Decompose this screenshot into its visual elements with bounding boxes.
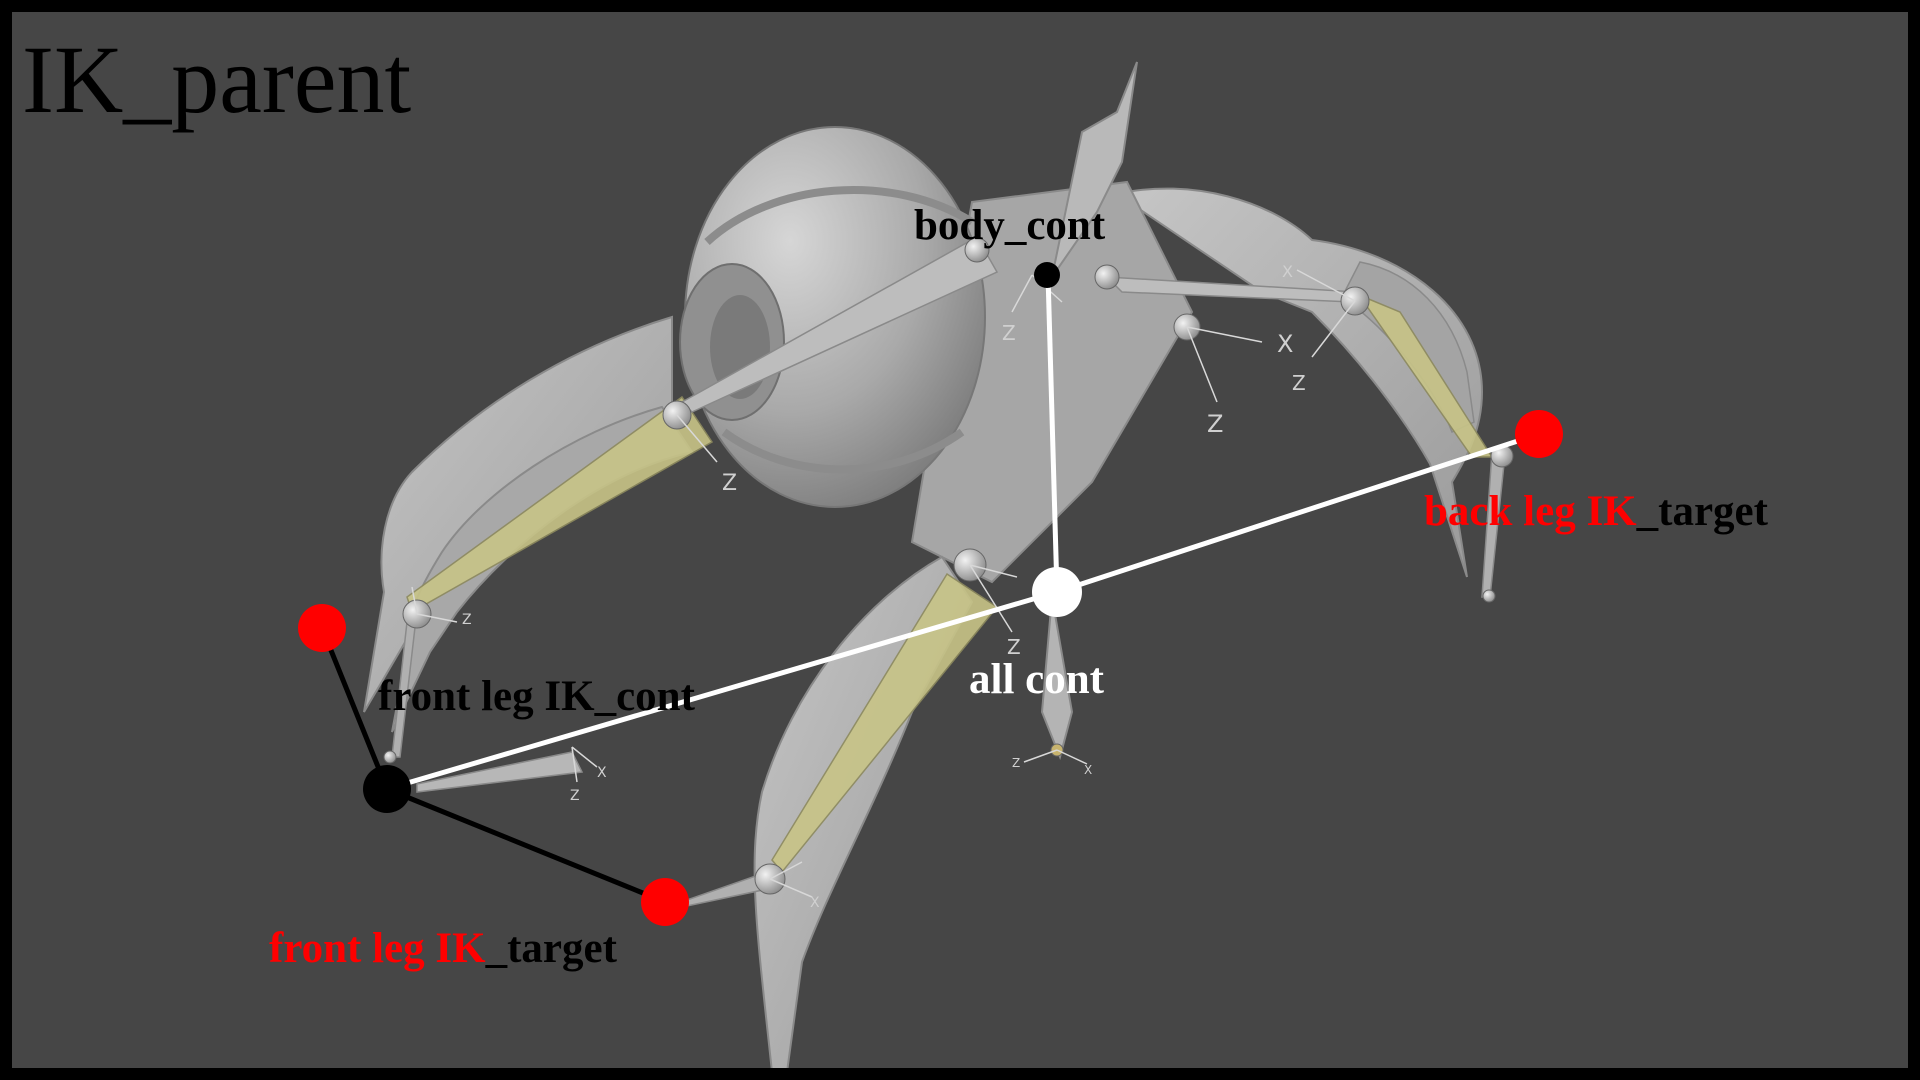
axis-letter-x: X — [597, 765, 607, 781]
back-leg-ik-label-part: back leg IK — [1424, 488, 1637, 535]
axis-letter-x: X — [1277, 330, 1293, 358]
axis-letter-z: Z — [1002, 321, 1016, 345]
line-front-cont-to-target-b — [386, 786, 666, 905]
axis-letter-z: Z — [1292, 371, 1306, 395]
axis-gizmo — [1023, 749, 1088, 765]
axis-gizmo — [1186, 326, 1263, 403]
page-title: IK_parent — [22, 26, 412, 133]
bones — [391, 235, 1505, 909]
line-front-cont-to-target-a — [319, 627, 390, 790]
joint — [964, 237, 990, 263]
front-leg-ik-cont-handle[interactable] — [363, 765, 411, 813]
axis-gizmo — [969, 564, 1018, 633]
body-cont-label: body_cont — [914, 202, 1106, 249]
axis-gizmo — [769, 861, 813, 898]
line-all-to-front-cont — [386, 589, 1058, 792]
axis-letter-x: X — [810, 895, 820, 911]
back-leg-ik-target-label: back leg IK_target — [1424, 490, 1768, 533]
bone-body-left — [680, 235, 999, 413]
sphere-ridge-top — [704, 186, 975, 245]
axis-letter-x: X — [1282, 262, 1293, 281]
back-leg-target-label-part: _target — [1636, 488, 1768, 535]
body-cont-handle[interactable] — [1034, 262, 1060, 288]
axis-gizmo — [411, 586, 458, 623]
front-leg-ik-label-part: front leg IK — [269, 925, 486, 972]
axis-gizmos — [411, 269, 1356, 898]
front-leg-ik-target-handle-lower[interactable] — [641, 878, 689, 926]
axis-letter-z: Z — [462, 612, 472, 628]
controllers — [298, 262, 1563, 926]
axis-letter-z: Z — [1207, 410, 1223, 438]
axis-letter-z: Z — [722, 471, 737, 496]
joints — [383, 237, 1514, 895]
joint — [1094, 264, 1120, 290]
head-crest-mesh — [1051, 61, 1138, 278]
back-leg-ik-target-handle[interactable] — [1515, 410, 1563, 458]
axis-gizmo — [676, 414, 718, 463]
line-all-to-body — [1045, 274, 1060, 593]
joint — [1482, 589, 1496, 603]
axis-gizmo — [571, 746, 598, 783]
sphere-ridge-bottom — [721, 428, 965, 474]
controller-lines — [319, 274, 1540, 905]
axis-gizmo — [1296, 269, 1356, 358]
axis-letter-x: X — [1084, 763, 1092, 777]
axis-letter-z: Z — [1012, 756, 1020, 770]
front-leg-ik-target-label: front leg IK_target — [269, 927, 617, 970]
bone-front-left-ik — [416, 751, 584, 793]
front-leg-ik-cont-label: front leg IK_cont — [378, 673, 695, 720]
front-leg-ik-target-handle-upper[interactable] — [298, 604, 346, 652]
joint — [383, 750, 397, 764]
line-all-to-back-target — [1056, 431, 1540, 595]
axis-letters: X Z Z X Z Z Z X Z X X Z Z — [462, 262, 1306, 911]
rig-scene: X Z Z X Z Z Z X Z X X Z Z — [298, 61, 1563, 1068]
tail-mesh — [1040, 596, 1074, 761]
axis-letter-z: Z — [570, 788, 580, 804]
all-cont-label: all cont — [969, 656, 1104, 703]
front-leg-target-label-part: _target — [485, 925, 617, 972]
axis-letter-z: Z — [1007, 635, 1021, 659]
all-cont-handle[interactable] — [1032, 567, 1082, 617]
